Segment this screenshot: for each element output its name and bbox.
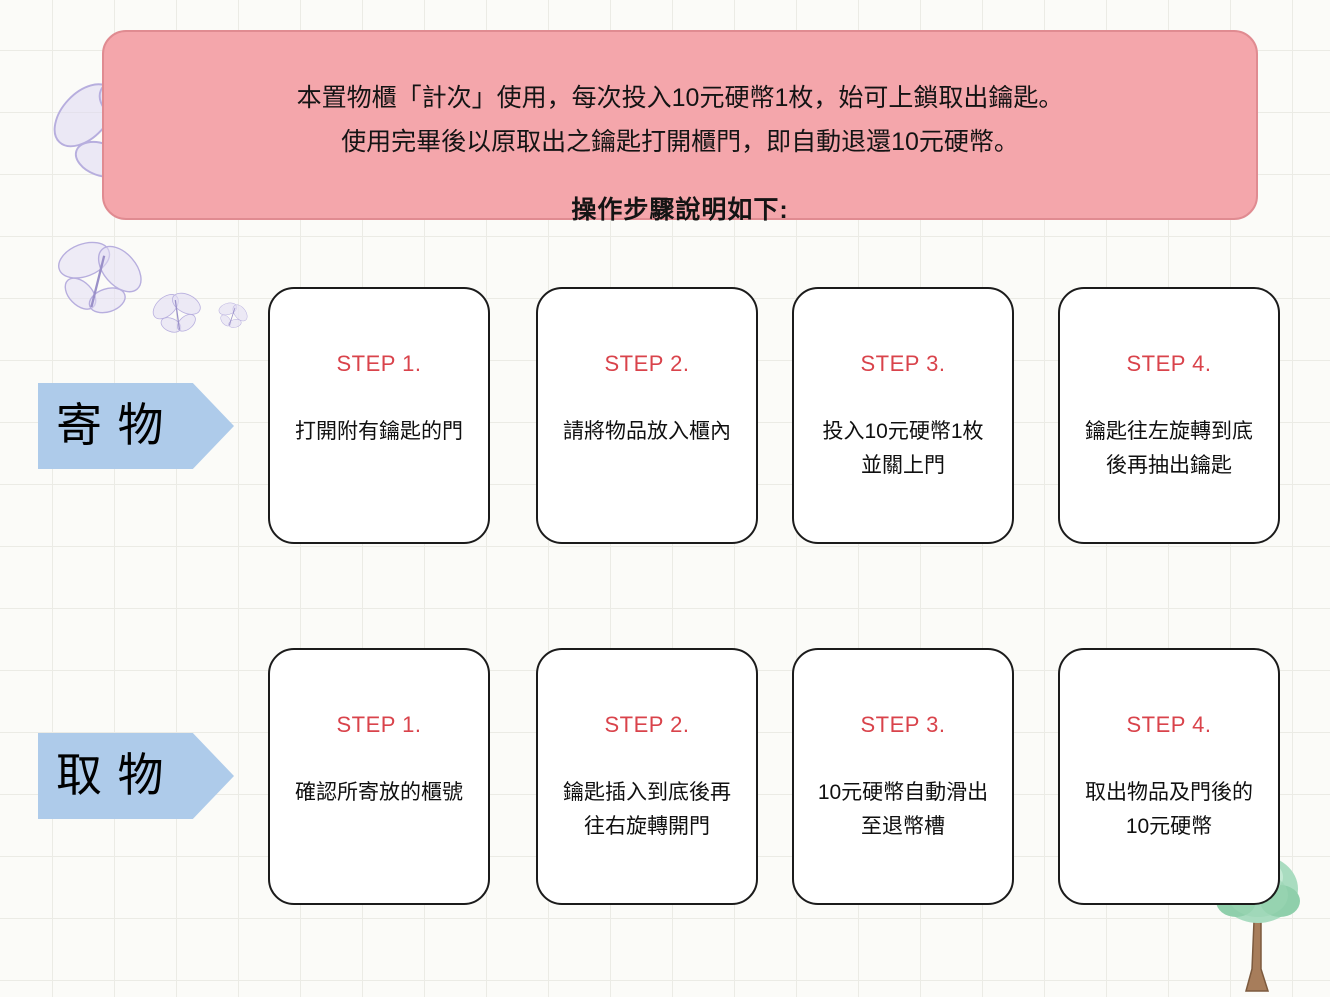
- step-title: STEP 1.: [336, 712, 422, 737]
- retrieve-label: 取 物: [56, 750, 166, 801]
- deposit-arrow: [38, 383, 234, 469]
- step-card-retrieve-4: STEP 4. 取出物品及門後的 10元硬幣: [1058, 648, 1280, 905]
- step-text: 10元硬幣自動滑出 至退幣槽: [817, 781, 989, 838]
- step-text: 確認所寄放的櫃號: [295, 781, 463, 804]
- step-title: STEP 3.: [860, 351, 946, 376]
- step-text: 鑰匙往左旋轉到底 後再抽出鑰匙: [1085, 420, 1253, 477]
- step-card-deposit-4: STEP 4. 鑰匙往左旋轉到底 後再抽出鑰匙: [1058, 287, 1280, 544]
- step-title: STEP 1.: [336, 351, 422, 376]
- step-text: 請將物品放入櫃內: [563, 420, 731, 443]
- step-title: STEP 4.: [1126, 351, 1212, 376]
- butterfly-icon: [58, 241, 142, 314]
- step-card-deposit-3: STEP 3. 投入10元硬幣1枚 並關上門: [792, 287, 1014, 544]
- step-title: STEP 4.: [1126, 712, 1212, 737]
- step-text: 鑰匙插入到底後再 往右旋轉開門: [563, 781, 731, 838]
- step-text: 打開附有鑰匙的門: [295, 420, 463, 443]
- deposit-label: 寄 物: [56, 400, 166, 451]
- butterfly-icon: [152, 292, 201, 333]
- banner-subtitle: 操作步驟說明如下:: [571, 196, 789, 224]
- instruction-banner: 本置物櫃「計次」使用，每次投入10元硬幣1枚，始可上鎖取出鑰匙。 使用完畢後以原…: [102, 30, 1258, 224]
- step-title: STEP 2.: [604, 712, 690, 737]
- banner-line-2: 使用完畢後以原取出之鑰匙打開櫃門，即自動退還10元硬幣。: [341, 128, 1019, 156]
- step-card-retrieve-2: STEP 2. 鑰匙插入到底後再 往右旋轉開門: [536, 648, 758, 905]
- step-title: STEP 3.: [860, 712, 946, 737]
- step-text: 投入10元硬幣1枚 並關上門: [822, 420, 984, 477]
- step-title: STEP 2.: [604, 351, 690, 376]
- step-card-deposit-1: STEP 1. 打開附有鑰匙的門: [268, 287, 490, 544]
- step-card-retrieve-3: STEP 3. 10元硬幣自動滑出 至退幣槽: [792, 648, 1014, 905]
- butterfly-icon: [218, 302, 248, 328]
- banner-line-1: 本置物櫃「計次」使用，每次投入10元硬幣1枚，始可上鎖取出鑰匙。: [296, 84, 1064, 112]
- step-text: 取出物品及門後的 10元硬幣: [1085, 781, 1253, 838]
- step-card-retrieve-1: STEP 1. 確認所寄放的櫃號: [268, 648, 490, 905]
- retrieve-arrow: [38, 733, 234, 819]
- step-card-deposit-2: STEP 2. 請將物品放入櫃內: [536, 287, 758, 544]
